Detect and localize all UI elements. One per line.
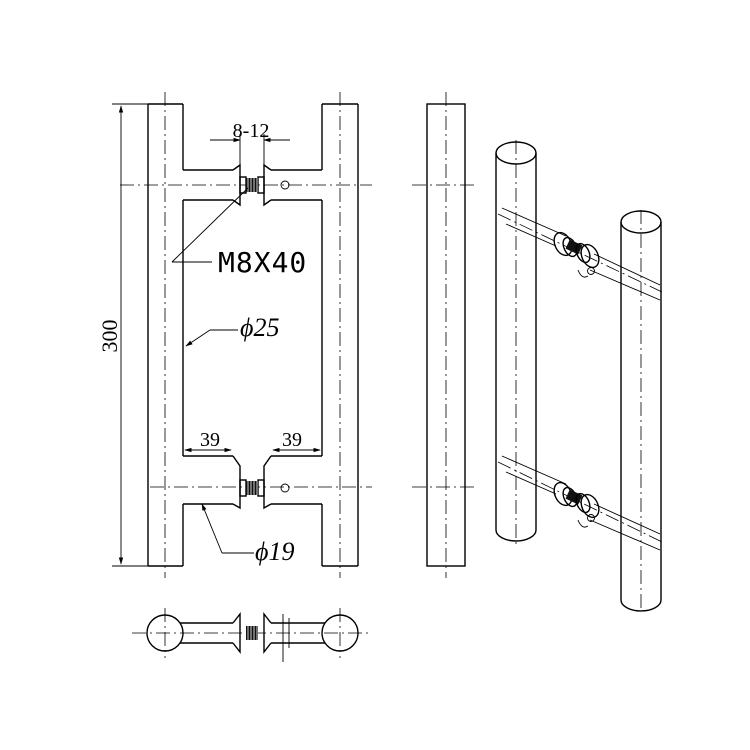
bolt-gap-label: 8-12 [233, 120, 270, 142]
top-bolt-assembly [232, 163, 290, 207]
front-view: 300 8-12 M8X40 ϕ25 39 [97, 92, 372, 578]
leg-diameter-label: ϕ19 [255, 537, 294, 566]
left-handle-bar [147, 92, 233, 578]
isometric-view [495, 140, 663, 612]
iso-back-bar [495, 140, 537, 545]
bolt-gap-dimension: 8-12 [210, 120, 290, 165]
right-leg-label: 39 [282, 429, 302, 451]
bar-diameter-callout: ϕ25 [185, 313, 279, 347]
left-leg-label: 39 [200, 429, 220, 451]
overall-length-label: 300 [97, 320, 122, 353]
overall-length-dimension: 300 [97, 103, 148, 567]
iso-upper-leg [497, 207, 663, 301]
side-view [412, 92, 478, 578]
iso-front-bar [620, 210, 662, 612]
top-view [132, 608, 372, 662]
bar-diameter-label: ϕ25 [240, 313, 279, 342]
bolt-spec-label: M8X40 [218, 246, 307, 279]
leg-diameter-callout: ϕ19 [201, 503, 294, 566]
iso-lower-leg [497, 455, 663, 551]
right-leg-dimension: 39 [272, 429, 321, 453]
left-leg-dimension: 39 [184, 429, 232, 453]
bottom-bolt-assembly [232, 455, 290, 510]
right-handle-bar [271, 92, 359, 578]
bolt-spec-callout: M8X40 [171, 187, 307, 279]
